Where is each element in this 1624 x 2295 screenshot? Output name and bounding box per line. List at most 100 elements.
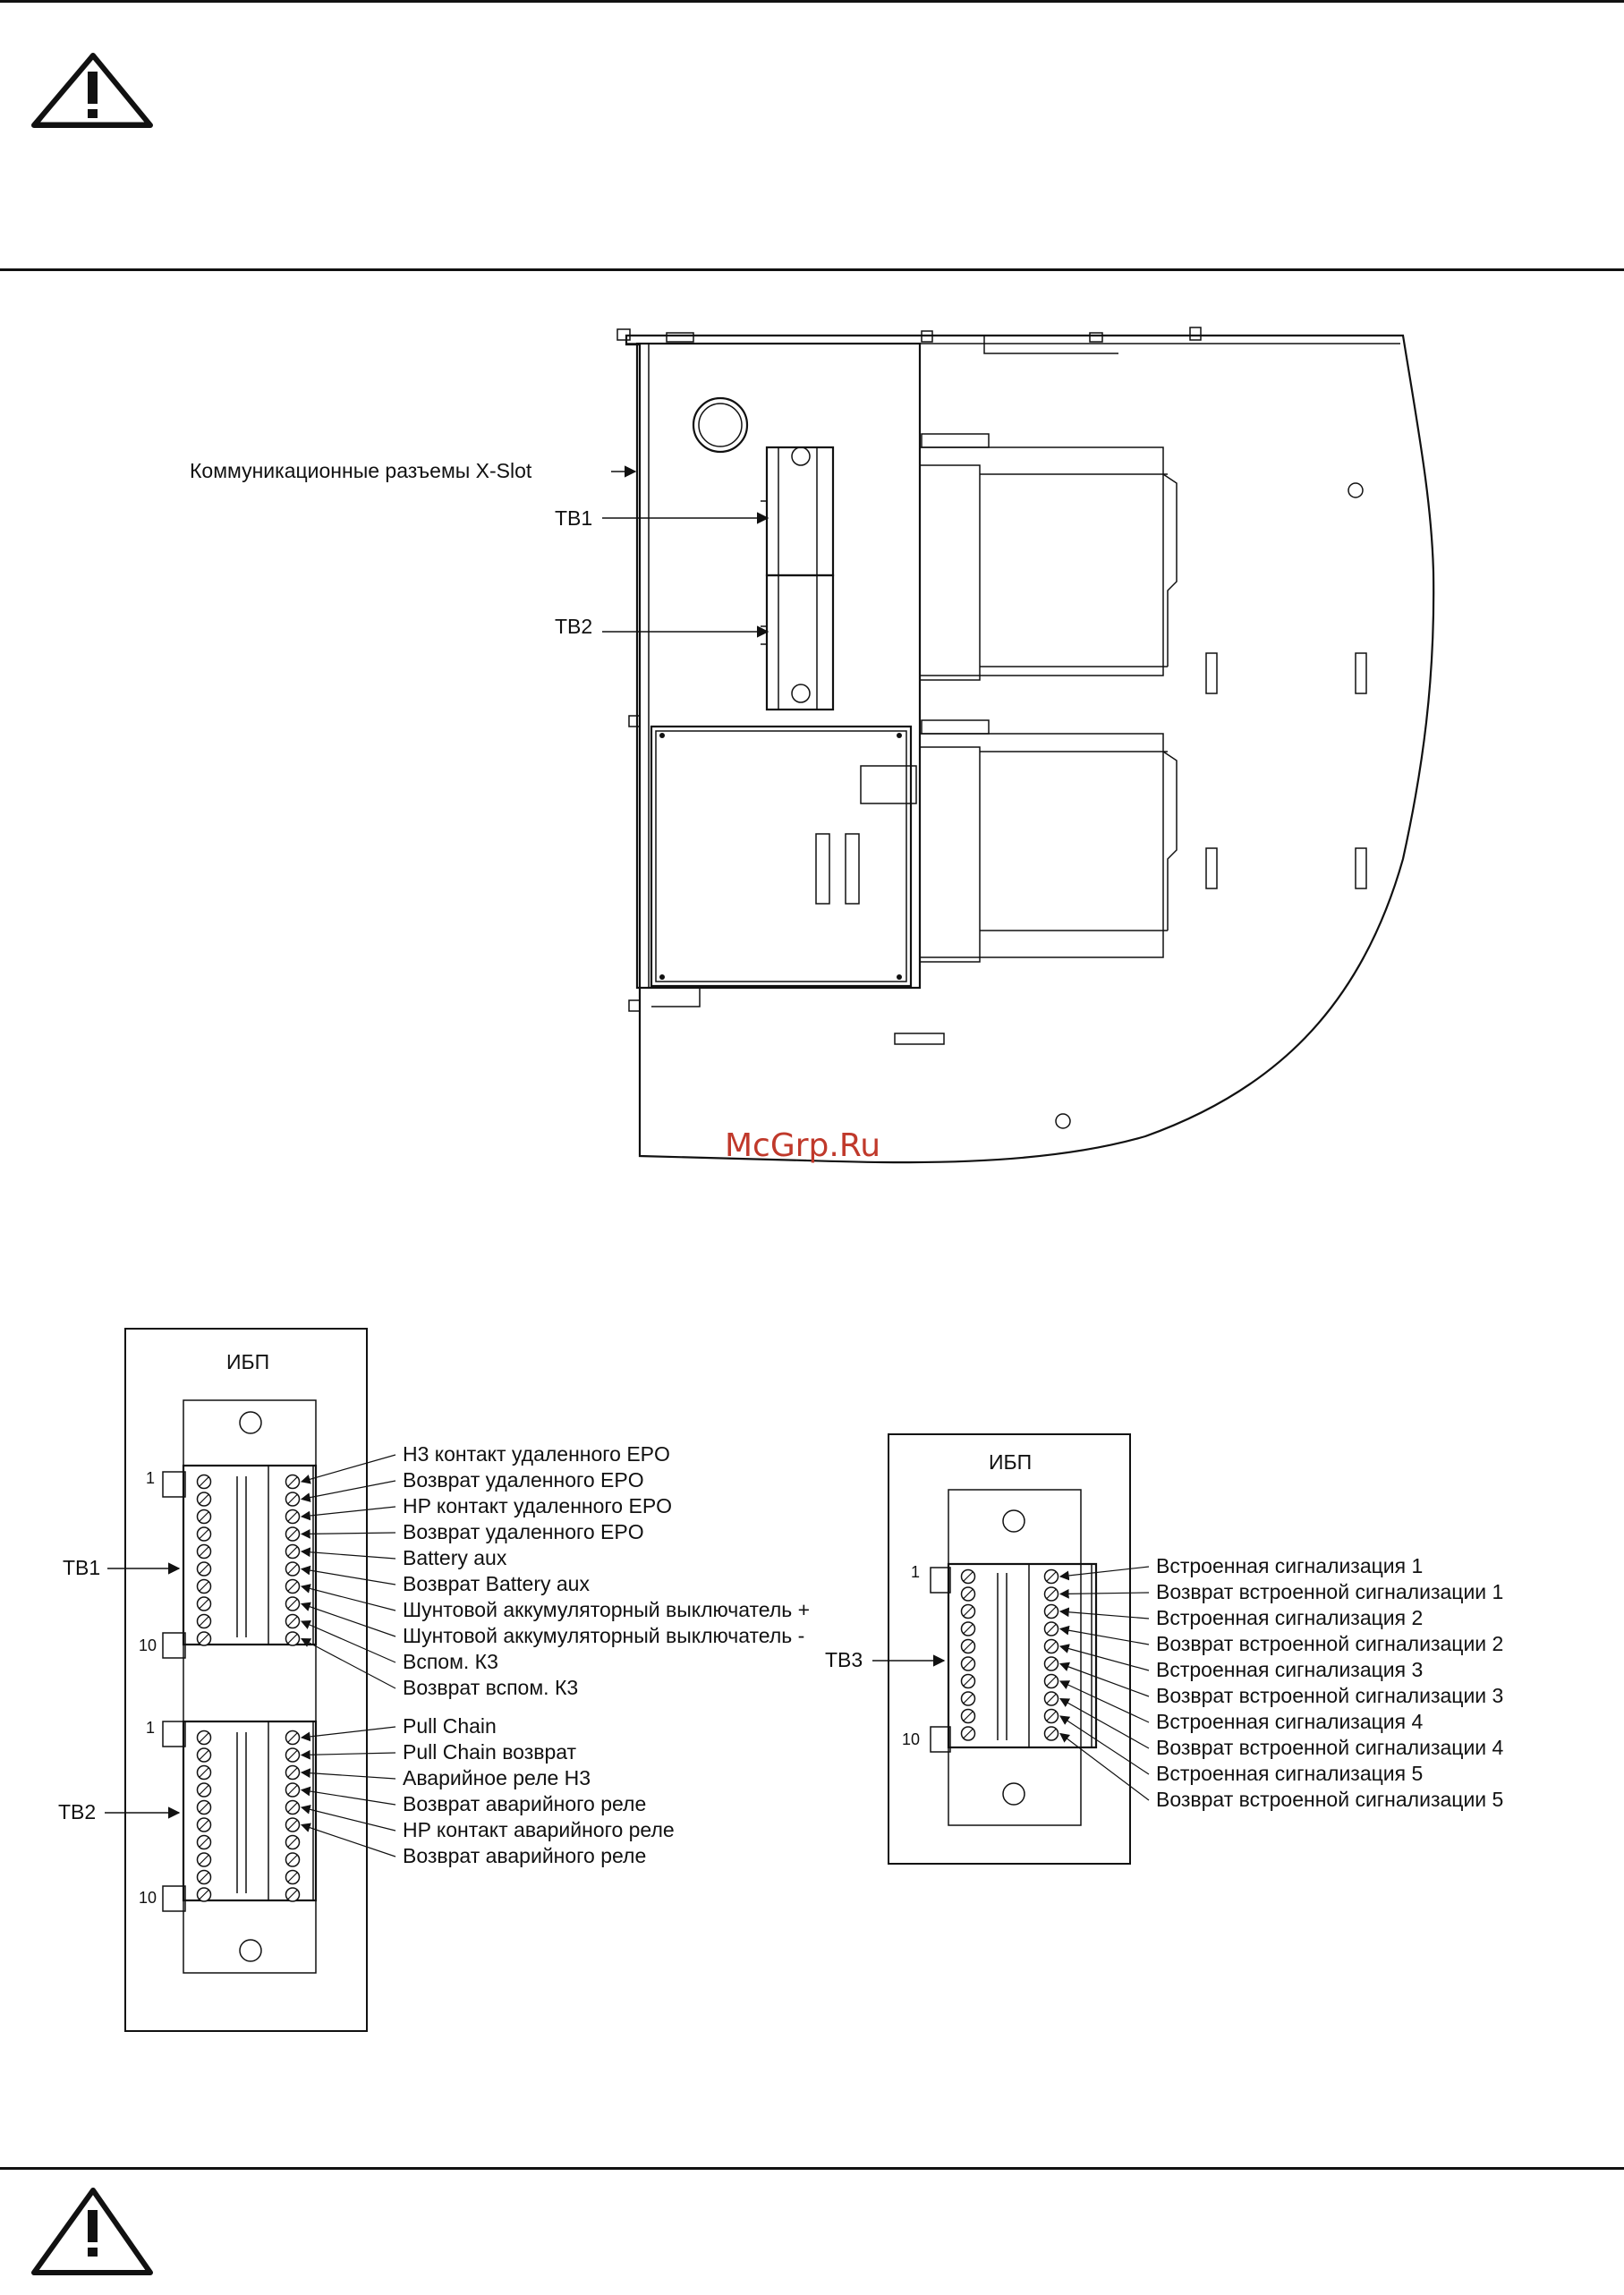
tb3-screw-slot	[963, 1694, 974, 1704]
tb2-pin-1: 1	[146, 1719, 155, 1737]
tb1-label-8: Шунтовой аккумуляторный выключатель -	[403, 1624, 804, 1647]
tb3-leader-2	[1059, 1588, 1150, 1599]
tb2-screw-slot	[199, 1872, 209, 1883]
tb3-screw-slot	[963, 1606, 974, 1617]
tb2-screw-slot	[287, 1890, 298, 1900]
tb3-leader-8	[1059, 1697, 1150, 1749]
tb1-leader-8	[300, 1602, 396, 1637]
tb3-pin-10: 10	[902, 1730, 920, 1748]
tb2-screw-slot	[199, 1767, 209, 1778]
tb2-screw-slot	[199, 1837, 209, 1848]
warning-icon	[31, 53, 153, 128]
tb2-leader-2	[300, 1749, 396, 1760]
tb1-pin-10: 10	[139, 1636, 157, 1654]
tb1-label-4: Возврат удаленного EPO	[403, 1520, 644, 1543]
tb1-leader-6	[300, 1565, 396, 1585]
tb1-leader-5	[300, 1547, 396, 1560]
tb3-screw-slot	[1046, 1694, 1057, 1704]
tb2-screw-slot	[287, 1767, 298, 1778]
tb3-label-6: Возврат встроенной сигнализации 3	[1156, 1684, 1503, 1707]
tb1-screw-slot	[287, 1581, 298, 1592]
tb1-pin-1: 1	[146, 1469, 155, 1487]
tb2-screw-slot	[287, 1820, 298, 1830]
tb3-label-7: Встроенная сигнализация 4	[1156, 1710, 1423, 1733]
tb3-screw-slot	[963, 1589, 974, 1599]
ups-top-view	[616, 327, 1435, 1164]
tb2-screw-slot	[287, 1855, 298, 1865]
tb3-leader-7	[1059, 1680, 1150, 1723]
top-rule	[0, 0, 1624, 3]
tb1-screw-slot	[199, 1529, 209, 1539]
tb3-pin-1: 1	[911, 1563, 920, 1581]
tb1-screw-slot	[287, 1616, 298, 1627]
tb1-screw-slot	[287, 1564, 298, 1574]
tb1-top-label: TB1	[555, 506, 592, 530]
top-screws	[616, 327, 1202, 343]
tb2-screw-slot	[199, 1890, 209, 1900]
tb2-top-label: TB2	[555, 615, 592, 638]
tb3-screw-slot	[1046, 1659, 1057, 1669]
tb1-leader-7	[300, 1584, 396, 1611]
tb3-screw-slot	[963, 1624, 974, 1634]
tb1-screw-slot	[287, 1599, 298, 1609]
tb1-label-7: Шунтовой аккумуляторный выключатель +	[403, 1598, 810, 1621]
tb2-screw-slot	[199, 1802, 209, 1813]
panel-left-title: ИБП	[226, 1350, 269, 1373]
tb3-screw-slot	[1046, 1676, 1057, 1687]
tb1-screw-slot	[287, 1494, 298, 1504]
tb1-leader-3	[300, 1506, 396, 1521]
tb1-screw-slot	[199, 1476, 209, 1487]
tb3-label-9: Встроенная сигнализация 5	[1156, 1762, 1423, 1785]
tb2-panel-label: TB2	[58, 1800, 96, 1823]
tb3-screw-slot	[1046, 1589, 1057, 1599]
tb2-screw-slot	[199, 1750, 209, 1760]
tb3-label-8: Возврат встроенной сигнализации 4	[1156, 1736, 1504, 1759]
tb1-label-1: Н3 контакт удаленного EPO	[403, 1442, 670, 1466]
tb1-leader-2	[300, 1480, 396, 1502]
tb3-label-3: Встроенная сигнализация 2	[1156, 1606, 1423, 1629]
tb1-label-5: Battery aux	[403, 1546, 507, 1569]
tb1-screw-slot	[199, 1494, 209, 1504]
tb1-screw-slot	[287, 1634, 298, 1644]
tb2-screw-slot	[199, 1732, 209, 1743]
tb3-screw-slot	[963, 1729, 974, 1738]
tb2-label-4: Возврат аварийного реле	[403, 1792, 646, 1815]
tb3-screw-slot	[963, 1711, 974, 1721]
tb3-leader-9	[1059, 1715, 1150, 1775]
tb2-leader-3	[300, 1768, 396, 1780]
tb3-panel-label: TB3	[825, 1648, 863, 1671]
tb2-screw-slot	[199, 1785, 209, 1795]
tb3-leader-10	[1059, 1732, 1150, 1801]
tb1-leader-10	[301, 1637, 396, 1689]
tb1-screw-slot	[199, 1616, 209, 1627]
tb1-panel-label: TB1	[63, 1556, 100, 1579]
header-rule	[0, 268, 1624, 271]
tb3-screw-slot	[1046, 1641, 1057, 1652]
tb1-terminal-block	[162, 1464, 318, 1659]
tb3-leader-6	[1059, 1662, 1150, 1697]
tb3-screw-slot	[1046, 1624, 1057, 1634]
tb1-label-9: Вспом. К3	[403, 1650, 498, 1673]
tb2-pin-10: 10	[139, 1889, 157, 1907]
tb3-terminal-block	[930, 1562, 1098, 1753]
tb3-screw-slot	[963, 1659, 974, 1669]
xslot-label: Коммуникационные разъемы X-Slot	[190, 459, 532, 482]
tb1-screw-slot	[199, 1511, 209, 1522]
panel-left: ИБП 1 10 1 10	[124, 1328, 368, 2032]
tb2-screw-slot	[199, 1855, 209, 1865]
tb2-leader-1	[300, 1726, 396, 1742]
tb1-screw-slot	[199, 1634, 209, 1644]
tb3-screw-slot	[963, 1571, 974, 1582]
tb1-screw-slot	[199, 1599, 209, 1609]
tb1-leader-9	[301, 1619, 396, 1663]
tb1-screw-slot	[287, 1476, 298, 1487]
tb2-screw-slot	[287, 1750, 298, 1760]
tb1-screw-slot	[287, 1511, 298, 1522]
tb1-screw-slot	[199, 1581, 209, 1592]
tb3-label-2: Возврат встроенной сигнализации 1	[1156, 1580, 1503, 1603]
tb2-screw-slot	[287, 1872, 298, 1883]
tb1-label-3: HP контакт удаленного EPO	[403, 1494, 672, 1517]
tb2-label-6: Возврат аварийного реле	[403, 1844, 646, 1867]
tb3-label-5: Встроенная сигнализация 3	[1156, 1658, 1423, 1681]
